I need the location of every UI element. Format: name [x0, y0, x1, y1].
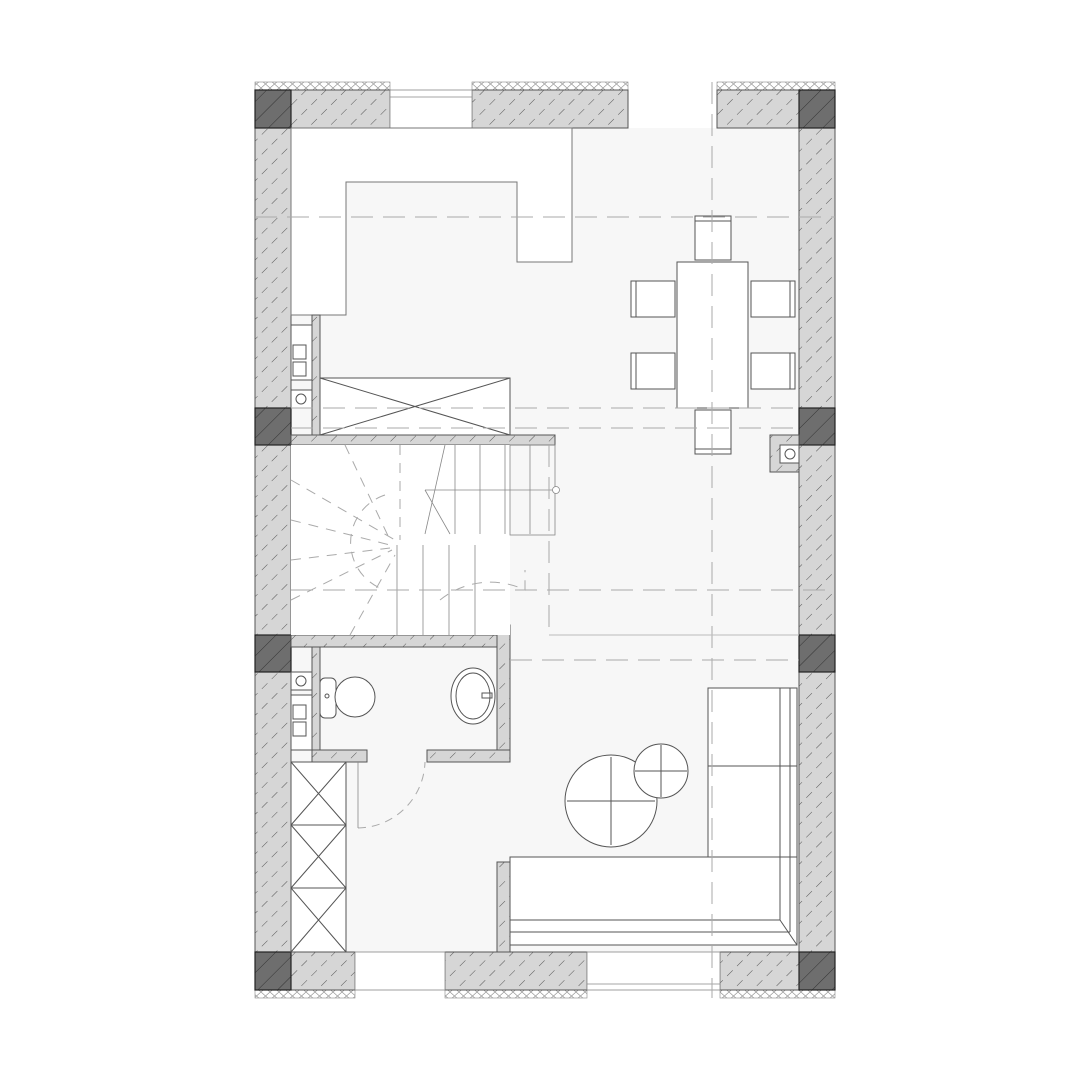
toilet-icon	[319, 676, 376, 719]
closet	[290, 761, 347, 953]
kitchen-counter	[290, 127, 573, 316]
sink-icon	[450, 667, 496, 725]
reference-grid	[255, 82, 835, 998]
exterior-walls	[254, 89, 836, 991]
bathroom-fixtures	[319, 667, 496, 829]
windows	[354, 89, 721, 991]
stairs	[290, 444, 560, 636]
chimney-flue-icon	[290, 324, 800, 751]
round-tables	[564, 743, 689, 848]
structural-columns	[254, 89, 836, 991]
stair-void	[319, 377, 511, 436]
sofa	[509, 687, 798, 946]
